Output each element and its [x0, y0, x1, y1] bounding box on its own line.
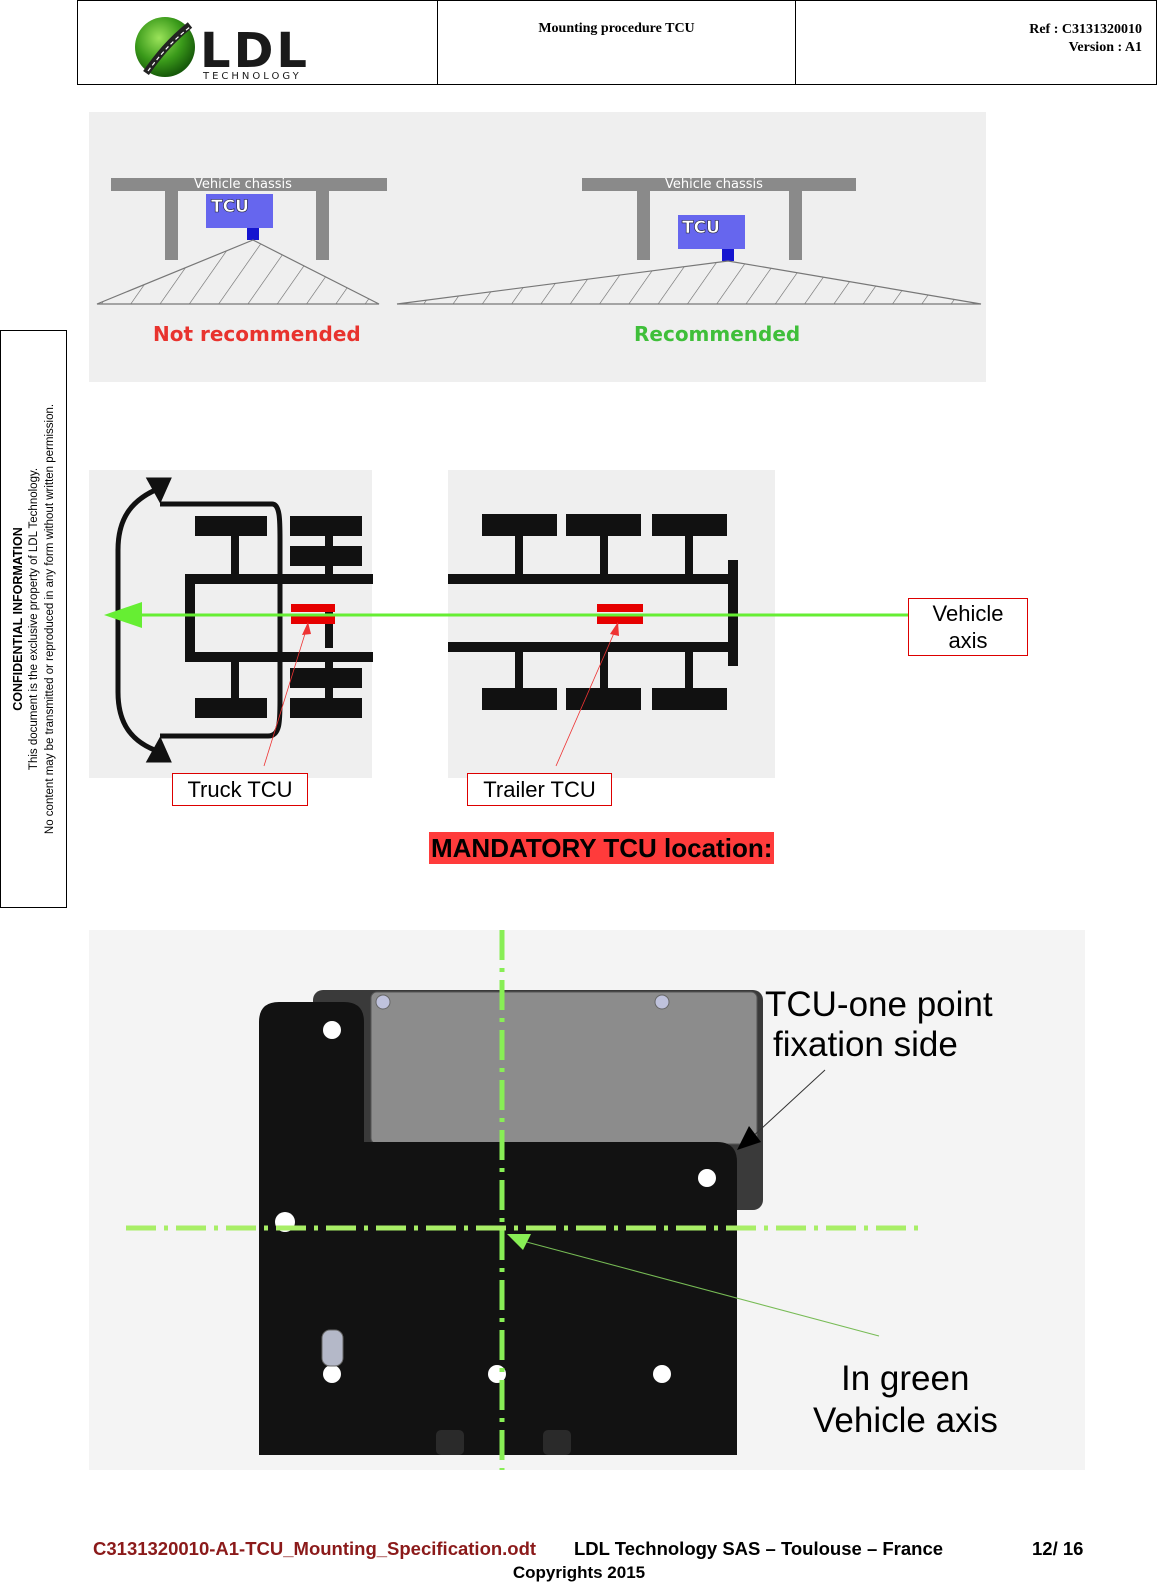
footer-filename: C3131320010-A1-TCU_Mounting_Specificatio… [93, 1538, 537, 1559]
figure-chassis-placement: Vehicle chassis TCU Not recommended Vehi… [89, 112, 986, 382]
svg-text:LDL: LDL [200, 23, 310, 79]
recommended-caption: Recommended [634, 322, 800, 346]
axis-leader [518, 1239, 880, 1337]
vehicle-axis-label: Vehicle axis [908, 598, 1028, 656]
trailer-tcu-leader [555, 623, 619, 767]
vehicle-axis-label-line-2: axis [948, 628, 988, 653]
doc-ref: Ref : C3131320010 Version : A1 [796, 1, 1156, 84]
chassis-recommended: Vehicle chassis TCU Recommended [396, 177, 982, 346]
version-number: Version : A1 [1068, 40, 1142, 55]
trailer-chassis [448, 514, 738, 710]
not-recommended-caption: Not recommended [153, 322, 361, 346]
truck-cab [115, 477, 283, 763]
doc-title: Mounting procedure TCU [438, 1, 796, 84]
trailer-tcu-marker [597, 604, 643, 624]
bracket-diagram: TCU-one point fixation side In green Veh… [126, 930, 998, 1470]
svg-text:TECHNOLOGY: TECHNOLOGY [202, 71, 302, 82]
vehicle-axis-arrow [104, 602, 908, 628]
chassis-label-right: Vehicle chassis [665, 177, 763, 192]
tcu-label-left: TCU [211, 197, 249, 217]
axis-label-line-1: In green [841, 1359, 969, 1398]
ldl-logo: LDL TECHNOLOGY [135, 17, 310, 82]
fixation-leader [748, 1069, 826, 1141]
mandatory-location-title: MANDATORY TCU location: [429, 832, 775, 864]
truck-tcu-marker [291, 604, 335, 624]
tcu-housing [370, 991, 758, 1145]
fixation-label-line-1: TCU-one point [765, 985, 993, 1024]
footer-company: LDL Technology SAS – Toulouse – France [574, 1538, 944, 1559]
footer-copyright: Copyrights 2015 [512, 1563, 646, 1582]
axis-label-line-2: Vehicle axis [813, 1401, 998, 1440]
footer-page-number: 12/ 16 [1032, 1538, 1084, 1559]
chassis-diagram: Vehicle chassis TCU Not recommended Vehi… [96, 177, 982, 346]
confidential-notice: CONFIDENTIAL INFORMATION This document i… [0, 330, 67, 908]
vehicle-axis-diagram [104, 477, 908, 767]
fixation-label-line-2: fixation side [773, 1025, 958, 1064]
truck-chassis [185, 516, 373, 718]
vehicle-axis-label-line-1: Vehicle [932, 601, 1004, 626]
chassis-label-left: Vehicle chassis [194, 177, 292, 192]
chassis-not-recommended: Vehicle chassis TCU Not recommended [96, 177, 387, 346]
trailer-tcu-label: Trailer TCU [467, 773, 612, 806]
truck-tcu-label: Truck TCU [172, 773, 308, 806]
truck-tcu-leader [263, 623, 309, 767]
page-header: LDL TECHNOLOGY Mounting procedure TCU Re… [77, 0, 1157, 85]
ref-number: Ref : C3131320010 [1029, 22, 1142, 37]
logo-cell: LDL TECHNOLOGY [78, 1, 438, 84]
tcu-label-right: TCU [682, 218, 720, 238]
